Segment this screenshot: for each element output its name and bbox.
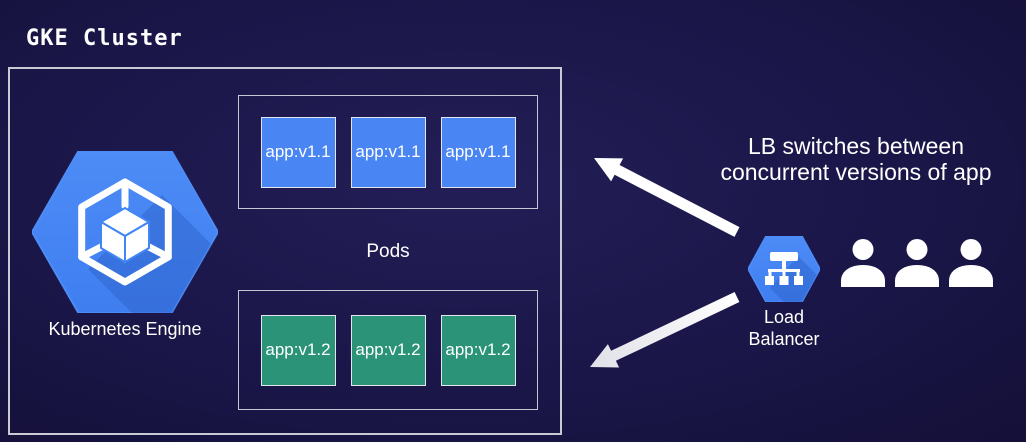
pod-group-v12: app:v1.2 app:v1.2 app:v1.2 bbox=[238, 290, 538, 410]
pods-label: Pods bbox=[366, 241, 410, 262]
pod-v11: app:v1.1 bbox=[440, 116, 516, 188]
lb-annotation-line1: LB switches between bbox=[747, 133, 965, 159]
gke-cluster-box bbox=[8, 67, 562, 435]
lb-annotation-line2: concurrent versions of app bbox=[720, 159, 992, 185]
page-title: GKE Cluster bbox=[26, 26, 183, 51]
user-icon bbox=[895, 239, 939, 287]
pod-v11: app:v1.1 bbox=[260, 116, 336, 188]
load-balancer-label-line1: Load bbox=[763, 307, 805, 327]
user-icon bbox=[841, 239, 885, 287]
pod-v12: app:v1.2 bbox=[350, 314, 426, 386]
user-icon bbox=[949, 239, 993, 287]
pod-v12: app:v1.2 bbox=[440, 314, 516, 386]
kubernetes-engine-icon bbox=[32, 151, 218, 313]
load-balancer-label-line2: Balancer bbox=[748, 329, 820, 349]
lb-annotation: LB switches between concurrent versions … bbox=[688, 133, 1024, 185]
pod-group-v11: app:v1.1 app:v1.1 app:v1.1 bbox=[238, 95, 538, 209]
pod-v12: app:v1.2 bbox=[260, 314, 336, 386]
pod-v11: app:v1.1 bbox=[350, 116, 426, 188]
users-group bbox=[840, 239, 994, 288]
kubernetes-engine-label: Kubernetes Engine bbox=[48, 319, 202, 339]
load-balancer-label: Load Balancer bbox=[714, 306, 854, 350]
load-balancer-icon bbox=[748, 236, 820, 302]
